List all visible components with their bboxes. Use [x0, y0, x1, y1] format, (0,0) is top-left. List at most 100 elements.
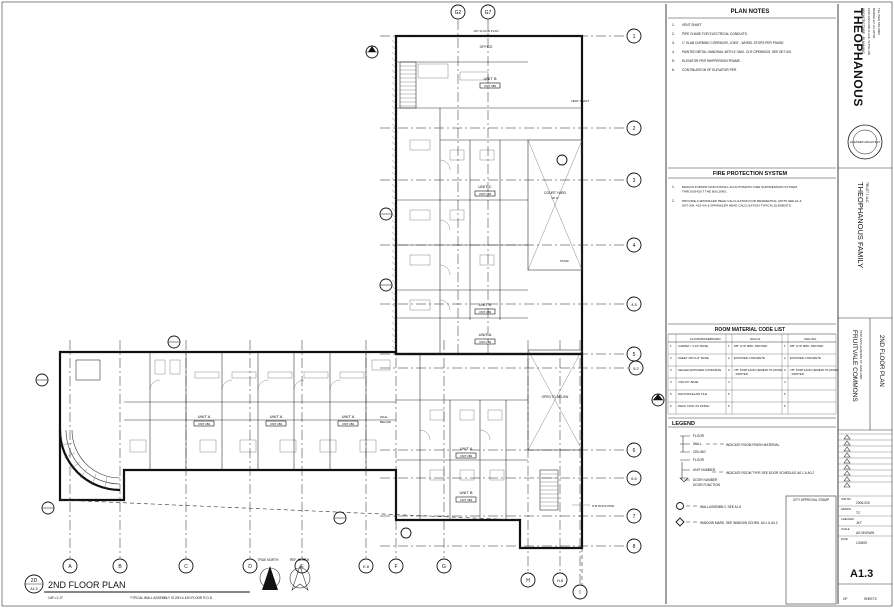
section-markers: [35, 45, 665, 539]
plan-note-number: 1.: [672, 23, 675, 27]
plan-note-text: VENT SHAFT.: [682, 23, 702, 27]
rm-cell: 2: [784, 356, 786, 360]
grid-label: 4: [633, 243, 636, 249]
grid-bubble: [178, 558, 194, 574]
rm-cell: EXPOSED CONCRETE: [734, 356, 765, 360]
unit-type: UNIT 2B2: [460, 454, 473, 458]
rm-cell: 5/8" GYP. BRD. PAINTED: [734, 344, 767, 348]
rm-cell: SHEET VINYL/4" BASE: [678, 356, 709, 360]
court-yard: [527, 139, 583, 271]
rm-cell: 2: [728, 356, 730, 360]
grid-label: E: [300, 564, 304, 570]
fire-note-number: 2.: [672, 199, 675, 203]
plan-note-number: 6.: [672, 68, 675, 72]
door-swings: [149, 159, 491, 441]
open-to-below-label: OPEN TO BELOW: [542, 395, 569, 399]
wall-label: WALL: [380, 415, 388, 419]
grid-label: 5.2: [633, 366, 639, 371]
plan-note-text: 1" SLAB CURBING CORRIDOR, JOINT - WHEEL …: [682, 41, 784, 45]
grid-bubble: [626, 237, 642, 253]
rm-cell: EXPOSED CONCRETE: [790, 356, 821, 360]
unit-label: UNIT A: [479, 302, 492, 307]
grid-bubble: [62, 558, 78, 574]
rm-cell: 3: [728, 368, 730, 372]
grid-label: B: [118, 564, 122, 570]
grid-bubble: [626, 470, 642, 486]
project-address: 3700 SAN LEANDRO ST, OAKLAND: [859, 330, 863, 380]
fire-protection-list: 1.DESIGN FURNISH AND INSTALL AN AUTOMATI…: [672, 185, 802, 208]
unit-label: UNIT A: [342, 414, 355, 419]
fire-note-number: 1.: [672, 185, 675, 189]
stair-west: [75, 359, 101, 381]
drawing-number: 2D: [31, 578, 38, 584]
rm-cell: 6: [784, 404, 786, 408]
rm-header: FLOOR/BASEBOARD: [690, 337, 722, 341]
fire-note-text: THROUGHOUT THE BUILDING.: [682, 190, 728, 194]
legend-door-function: DOOR FUNCTION: [693, 483, 721, 487]
grid-bubble: [242, 558, 258, 574]
rm-cell: 7/8" PORTLAND CEMENT PLASTER: [790, 368, 838, 372]
legend-title: LEGEND: [672, 421, 695, 427]
grid-label: H.6: [557, 578, 564, 583]
grid-bubble: [626, 538, 642, 554]
drawing-scale: 1/8"=1'-0": [48, 596, 64, 600]
rm-cell: 3: [784, 368, 786, 372]
grid-label: G: [442, 564, 446, 570]
legend-callout-desc: INDICATE ROOM FINISH MATERIAL: [726, 443, 780, 447]
rm-cell: 2: [670, 356, 672, 360]
architect-seal: LICENSED ARCHITECT: [847, 124, 883, 160]
legend: LEGEND FLOOR WALL CEILING INDICATE ROOM …: [668, 417, 836, 527]
grid-bubble: [626, 120, 642, 136]
grid-bubble: [388, 558, 404, 574]
grid-bubble: [626, 296, 642, 312]
grid-label: 4.5: [631, 302, 637, 307]
rm-cell: 5: [784, 392, 786, 396]
grid-bubble: [572, 584, 588, 600]
stamp-label: CITY APPROVAL STAMP: [793, 498, 829, 502]
stair-north: [399, 61, 417, 109]
drawing-title: 2D A1.3 2ND FLOOR PLAN 1/8"=1'-0" TYPICA…: [24, 574, 250, 600]
grid-label: I: [579, 590, 580, 596]
plan-notes-list: 1.VENT SHAFT.2.PIPE CHASE FOR ELECTRICAL…: [672, 23, 792, 72]
rm-cell: 5: [670, 392, 672, 396]
north-wing-partitions: [396, 61, 582, 354]
unit-label: UNIT B: [483, 76, 496, 81]
meta-value: 1/26/09: [856, 541, 867, 545]
grid-label: C: [184, 564, 188, 570]
below-label: BELOW: [380, 420, 391, 424]
unit-label: UNIT B: [459, 490, 472, 495]
rm-cell: SEALED EXPOSED CONCRETE: [678, 368, 721, 372]
seal-text: LICENSED ARCHITECT: [850, 140, 881, 144]
grid-label: 6: [633, 448, 636, 454]
meta-label: JOB NO.: [841, 497, 852, 501]
client-name: THEOPHANOUS FAMILY: [856, 182, 865, 268]
sheet-title: 2ND FLOOR PLAN: [878, 335, 884, 387]
grid-label: 1: [633, 34, 636, 40]
plan-note-text: PIPE CHASE FOR ELECTRICAL CONDUITS.: [682, 32, 748, 36]
plan-note-text: ELEVATOR PER SHIPPERSON FRAME.: [682, 59, 741, 63]
fire-protection: FIRE PROTECTION SYSTEM 1.DESIGN FURNISH …: [668, 167, 836, 208]
client-sub: TRUST 1 LLC: [865, 182, 869, 203]
sheet-of-label: OF: [843, 597, 847, 601]
grid-bubble: [112, 558, 128, 574]
legend-window-desc: WINDOW MARK, SEE WINDOW SCHED. A0.1 & A0…: [700, 521, 778, 525]
ref-north-label: REF. NORTH: [290, 558, 310, 562]
court-yard-dim: 40'-0": [551, 196, 559, 200]
typical-note: TYPICAL WALL ASSEMBLY IS 20H & 42H FLOOR…: [130, 596, 213, 600]
unit-type: UNIT 3B2: [484, 84, 497, 88]
drawing-sheet-ref: A1.3: [30, 587, 37, 591]
project-name: FRUITVALE COMMONS: [851, 330, 858, 402]
meta-value: JKT: [856, 521, 862, 525]
hatch-strip: [391, 39, 397, 351]
curved-wall: [58, 429, 121, 492]
rm-cell: 3: [670, 368, 672, 372]
legend-floor-2: FLOOR: [693, 458, 705, 462]
rm-cell: 5/8" GYP. BRD. PAINTED: [790, 344, 823, 348]
true-north-label: TRUE NORTH: [258, 558, 280, 562]
property-line: [59, 499, 521, 521]
fire-note-text: PROVIDE A SPRINKLER HEAD CALCULATION FOR…: [682, 199, 802, 203]
meta-label: DATE: [841, 537, 848, 541]
grid-label: D: [248, 564, 252, 570]
